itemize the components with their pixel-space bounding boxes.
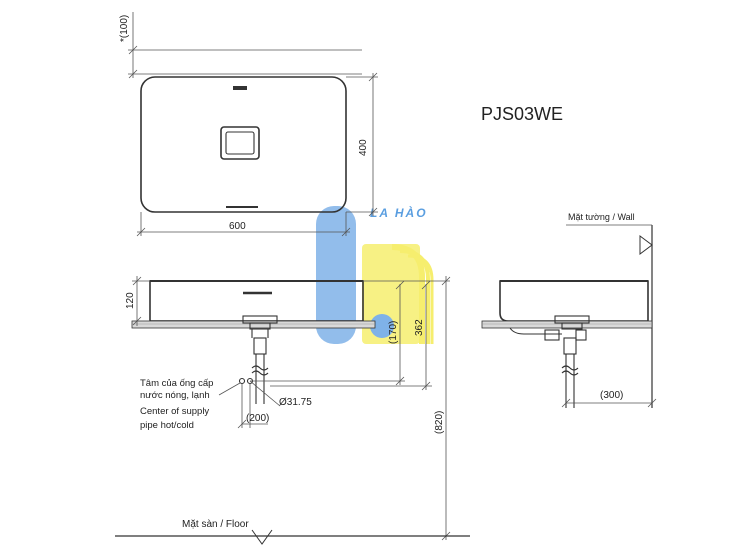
model-title: PJS03WE [481,104,563,124]
basin-depth-label: 400 [358,139,369,156]
drain-diameter-label: Ø31.75 [279,397,312,408]
top-clearance-label: *(100) [119,15,130,42]
drain-plan [220,126,260,160]
drain-assembly [242,315,278,404]
supply-note-en-1: Center of supply [140,406,209,417]
basin-side-body [499,280,649,322]
countertop-front [131,320,376,329]
wall-label: Mặt tường / Wall [568,212,635,222]
supply-note-en-2: pipe hot/cold [140,420,194,431]
basin-height-label: 120 [125,292,136,309]
supply-pipe-hot [238,377,246,385]
drain-assembly-side [509,315,590,408]
supply-note-vi-2: nước nóng, lạnh [140,390,210,401]
plan-view: *(100) 600 400 [119,12,378,237]
front-elevation: 120 (200) Ø31.75 Tâm của ống cấp nước nó… [115,276,470,545]
basin-plan-outline [140,76,347,213]
counter-height-label: (820) [434,411,445,434]
floor-label: Mặt sàn / Floor [182,519,249,530]
supply-height-label: (170) [388,321,399,344]
basin-width-label: 600 [229,221,246,232]
watermark-text: LA HÀO [370,205,428,220]
supply-spacing-label: (200) [246,413,269,424]
side-elevation: Mặt tường / Wall (300) [481,212,657,408]
countertop-side [481,320,653,329]
wall-distance-label: (300) [600,390,623,401]
watermark-logo: LA HÀO [316,205,434,344]
outlet-height-label: 362 [414,319,425,336]
supply-note-vi-1: Tâm của ống cấp [140,378,213,389]
